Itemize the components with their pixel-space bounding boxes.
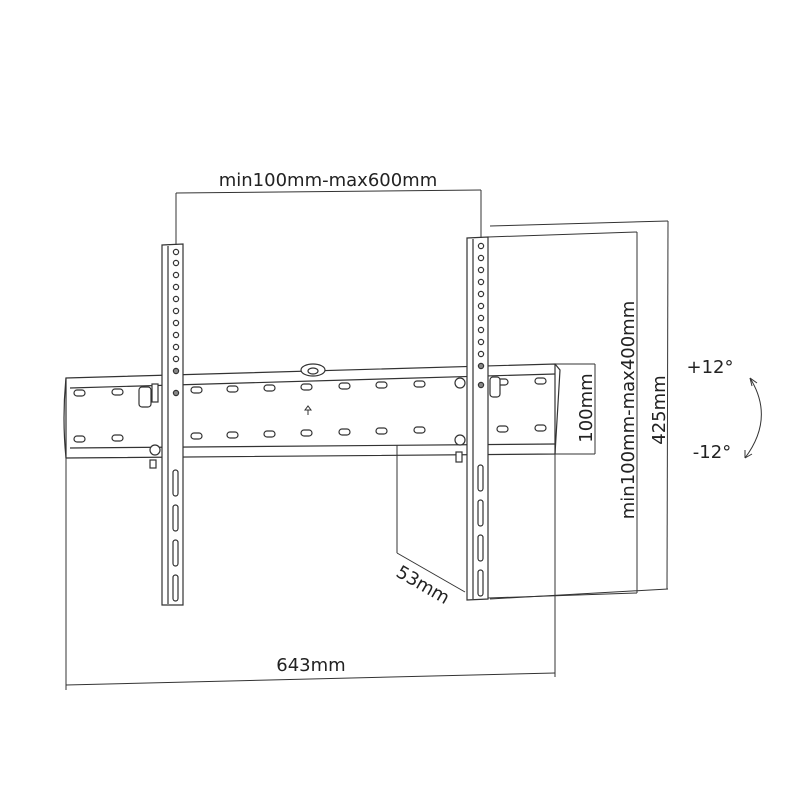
left-arm-holes: [172, 248, 180, 602]
right-arm-holes: [477, 242, 485, 597]
left-vertical-arm: [161, 243, 184, 606]
tilt-down-label: -12°: [693, 442, 731, 463]
vertical-vesa-label: min100mm-max400mm: [618, 301, 639, 520]
wall-plate-slots: [73, 377, 547, 443]
left-tilt-knob: [138, 383, 161, 469]
depth-label: 53mm: [392, 562, 453, 609]
dimension-lines: [65, 189, 669, 690]
tilt-arc: [744, 377, 762, 459]
right-tilt-knob: [454, 376, 501, 463]
overall-width-label: 643mm: [276, 655, 345, 676]
right-vertical-arm: [466, 236, 489, 601]
horizontal-vesa-label: min100mm-max600mm: [219, 170, 438, 191]
tilt-up-label: +12°: [687, 357, 734, 378]
overall-height-label: 425mm: [649, 375, 670, 444]
wall-plate-height-label: 100mm: [576, 373, 597, 442]
